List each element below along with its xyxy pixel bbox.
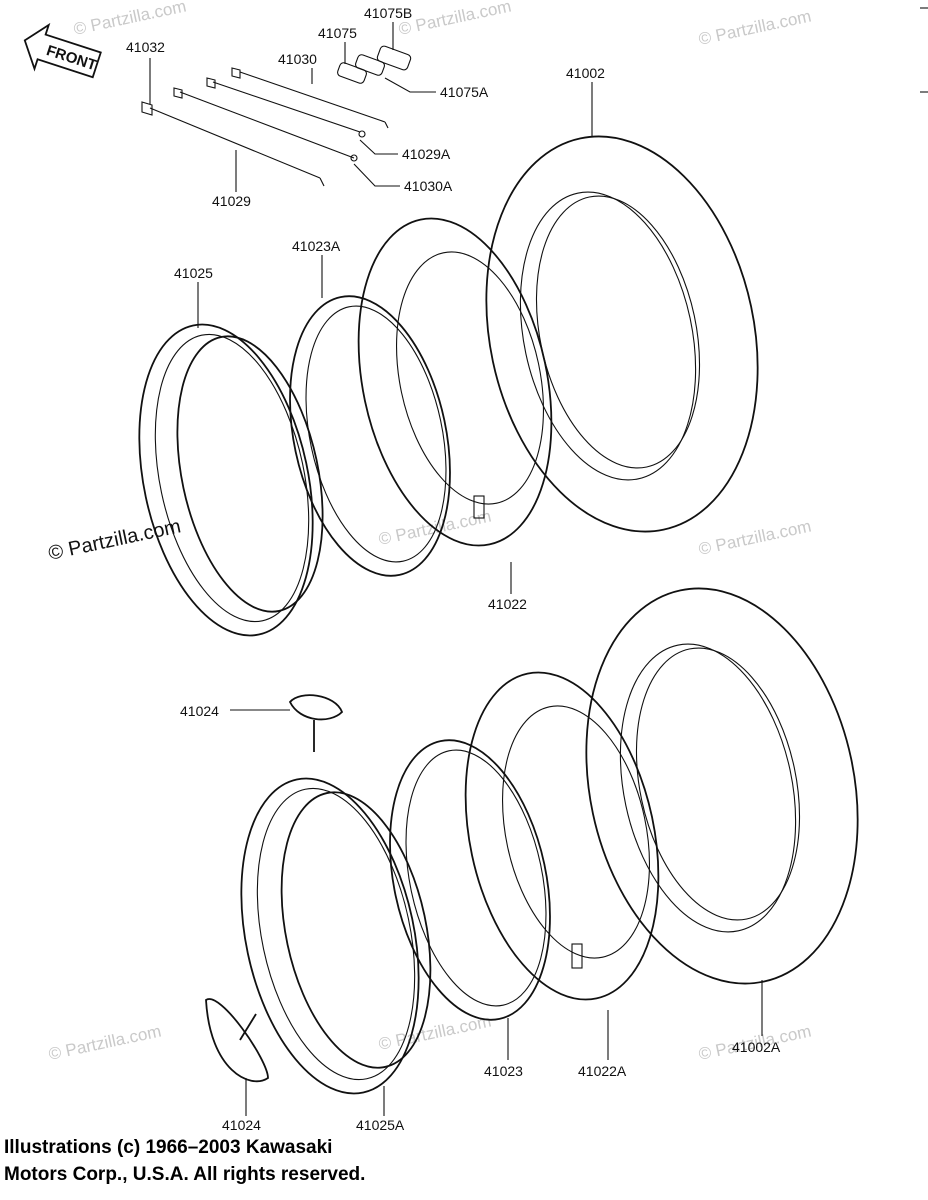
callout-41023: 41023: [484, 1063, 523, 1079]
rim-band-front: [289, 295, 451, 577]
valve-stem-top: [288, 694, 344, 752]
callout-41022A: 41022A: [578, 1063, 627, 1079]
callout-41032: 41032: [126, 39, 165, 55]
watermark: © Partzilla.com: [397, 0, 513, 39]
callout-41075A: 41075A: [440, 84, 489, 100]
spokes: [141, 67, 389, 187]
rim-rear: [240, 777, 432, 1095]
tire-rear: [585, 587, 859, 985]
callout-41024-top: 41024: [180, 703, 219, 719]
tire-front: [485, 135, 759, 533]
rim-front: [138, 323, 324, 637]
callout-41002: 41002: [566, 65, 605, 81]
callout-41075: 41075: [318, 25, 357, 41]
callout-41022: 41022: [488, 596, 527, 612]
watermark: © Partzilla.com: [72, 0, 188, 39]
watermark: © Partzilla.com: [697, 517, 813, 559]
tube-rear: [464, 671, 660, 1001]
valve-stem-bottom: [205, 998, 269, 1083]
leader-lines: [149, 22, 763, 1116]
watermark: © Partzilla.com: [697, 7, 813, 49]
valve-caps: [337, 45, 412, 84]
copyright-line-2: Motors Corp., U.S.A. All rights reserved…: [4, 1164, 366, 1185]
callout-41029A: 41029A: [402, 146, 451, 162]
copyright-notice: Illustrations (c) 1966–2003 Kawasaki Mot…: [4, 1134, 365, 1188]
watermark-main: © Partzilla.com: [46, 515, 182, 565]
copyright-line-1: Illustrations (c) 1966–2003 Kawasaki: [4, 1137, 333, 1158]
callout-41023A: 41023A: [292, 238, 341, 254]
callout-41029: 41029: [212, 193, 251, 209]
callout-41024-bottom: 41024: [222, 1117, 261, 1133]
callout-41002A: 41002A: [732, 1039, 781, 1055]
callout-41025: 41025: [174, 265, 213, 281]
callout-41075B: 41075B: [364, 5, 412, 21]
callout-41030A: 41030A: [404, 178, 453, 194]
rim-band-rear: [389, 739, 551, 1021]
callout-41025A: 41025A: [356, 1117, 405, 1133]
callout-41030: 41030: [278, 51, 317, 67]
watermark: © Partzilla.com: [47, 1022, 163, 1064]
